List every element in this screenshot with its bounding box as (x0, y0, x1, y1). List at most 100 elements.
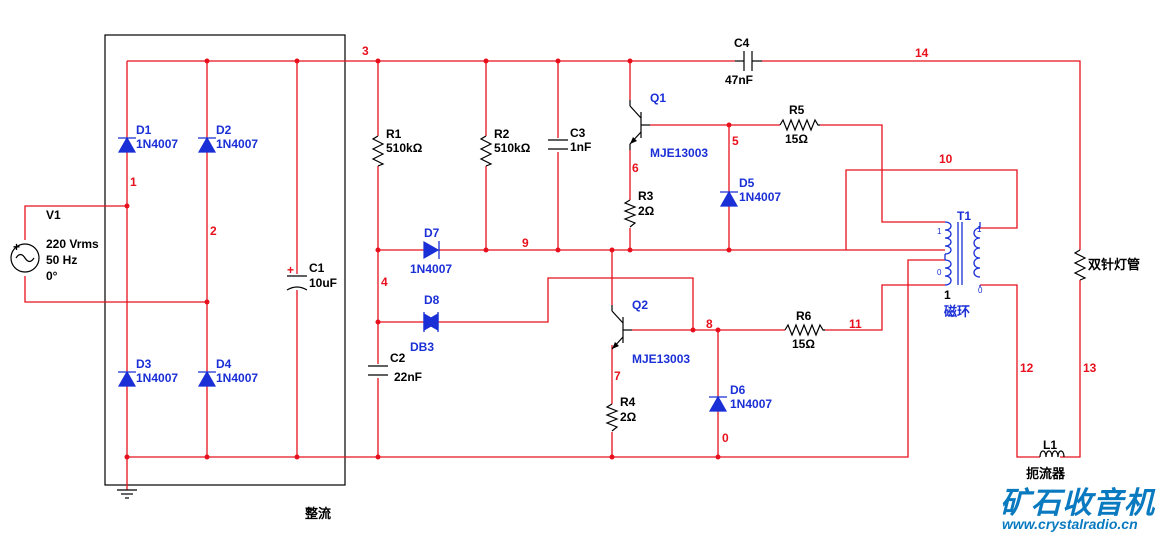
wires (24, 60, 1081, 490)
d4-name: D4 (216, 357, 232, 371)
node-12: 12 (1020, 361, 1034, 375)
d5-name: D5 (739, 176, 755, 190)
diode-d4 (197, 370, 217, 387)
v1-name: V1 (46, 208, 61, 222)
r5-value: 15Ω (785, 132, 808, 146)
capacitor-c1: + (286, 263, 308, 291)
resistor-r2 (479, 135, 493, 167)
node-14: 14 (915, 46, 929, 60)
inductor-l1 (1039, 450, 1065, 458)
diode-d6 (708, 395, 728, 412)
q1-name: Q1 (650, 91, 666, 105)
svg-text:1: 1 (977, 225, 982, 234)
r3-value: 2Ω (638, 204, 655, 218)
t1-label: 磁环 (944, 304, 970, 320)
q1-part: MJE13003 (650, 146, 708, 160)
l1-label: 扼流器 (1026, 466, 1066, 482)
node-1: 1 (130, 175, 137, 189)
t1-pin-bottom-left: 1 (944, 288, 951, 302)
d3-part: 1N4007 (136, 371, 178, 385)
transformer-t1: 1 1 0 (937, 221, 982, 287)
node-6: 6 (632, 161, 639, 175)
v1-voltage: 220 Vrms (46, 237, 99, 251)
node-8: 8 (706, 317, 713, 331)
v1-phase: 0° (46, 269, 58, 283)
d2-name: D2 (216, 123, 232, 137)
d5-part: 1N4007 (739, 190, 781, 204)
svg-text:0: 0 (937, 268, 942, 277)
node-2: 2 (210, 224, 217, 238)
r4-value: 2Ω (620, 410, 637, 424)
c4-name: C4 (734, 36, 750, 50)
d7-name: D7 (424, 226, 440, 240)
node-13: 13 (1083, 361, 1097, 375)
q2-part: MJE13003 (632, 352, 690, 366)
node-3: 3 (362, 44, 369, 58)
r1-name: R1 (386, 127, 402, 141)
r6-name: R6 (796, 309, 812, 323)
resistor-r3 (623, 199, 637, 228)
q2-name: Q2 (632, 298, 648, 312)
d4-part: 1N4007 (216, 371, 258, 385)
c4-value: 47nF (725, 73, 753, 87)
node-9: 9 (522, 236, 529, 250)
lamp-label: 双针灯管 (1088, 257, 1140, 273)
transistor-q2 (611, 305, 632, 350)
c3-value: 1nF (570, 140, 591, 154)
svg-text:+: + (13, 240, 20, 254)
c3-name: C3 (570, 126, 586, 140)
d3-name: D3 (136, 357, 152, 371)
node-labels: 0 1 2 3 4 5 6 7 8 9 10 11 12 13 14 (130, 44, 1097, 445)
r3-name: R3 (638, 189, 654, 203)
node-5: 5 (732, 134, 739, 148)
r1-value: 510kΩ (386, 141, 423, 155)
ground-icon (117, 489, 137, 499)
capacitor-c2 (367, 364, 389, 378)
t1-pin-bottom-right: 0 (978, 286, 983, 295)
watermark-url: www.crystalradio.cn (1002, 516, 1138, 532)
l1-name: L1 (1043, 438, 1057, 452)
d1-name: D1 (136, 123, 152, 137)
d2-part: 1N4007 (216, 137, 258, 151)
r5-name: R5 (789, 103, 805, 117)
rectifier-label: 整流 (304, 506, 331, 522)
resistor-r1 (371, 135, 385, 167)
t1-name: T1 (957, 209, 971, 223)
c1-value: 10uF (309, 276, 337, 290)
watermark: 矿石收音机 www.crystalradio.cn (1000, 478, 1172, 538)
c2-value: 22nF (394, 370, 422, 384)
d6-name: D6 (730, 383, 746, 397)
diode-d5 (719, 190, 739, 207)
resistor-r4 (605, 403, 619, 432)
svg-text:+: + (287, 263, 294, 277)
junctions (124, 58, 732, 460)
diode-d2 (197, 136, 217, 153)
diode-d7 (423, 240, 440, 260)
d8-part: DB3 (410, 340, 434, 354)
svg-text:1: 1 (937, 227, 942, 236)
node-4: 4 (381, 275, 388, 289)
d6-part: 1N4007 (730, 397, 772, 411)
diode-d3 (117, 370, 137, 387)
capacitor-c3 (547, 138, 569, 152)
resistor-r5 (779, 118, 820, 132)
rectifier-box (104, 34, 346, 486)
node-10: 10 (939, 152, 953, 166)
diode-d1 (117, 136, 137, 153)
r2-value: 510kΩ (494, 141, 531, 155)
lamp-symbol (1073, 249, 1087, 281)
capacitor-c4 (735, 51, 762, 71)
diac-d8 (422, 312, 440, 332)
node-0: 0 (722, 431, 729, 445)
d7-part: 1N4007 (410, 262, 452, 276)
d1-part: 1N4007 (136, 137, 178, 151)
v1-frequency: 50 Hz (46, 253, 77, 267)
resistor-r6 (784, 323, 825, 337)
watermark-brand: 矿石收音机 (1000, 486, 1155, 521)
r6-value: 15Ω (792, 337, 815, 351)
ac-source-v1: + (10, 240, 40, 273)
d8-name: D8 (424, 293, 440, 307)
transistor-q1 (629, 100, 650, 150)
r2-name: R2 (494, 127, 510, 141)
